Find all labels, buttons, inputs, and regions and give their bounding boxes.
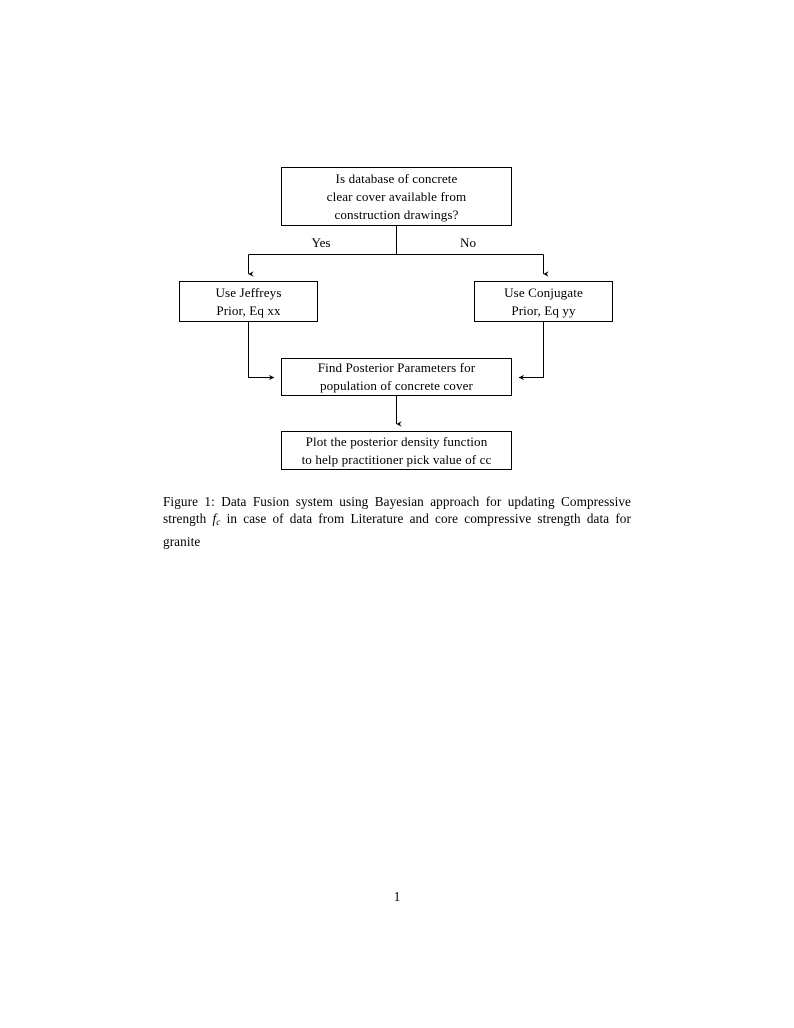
node-decision-line-3: construction drawings?	[334, 206, 459, 222]
edge-label-yes: Yes	[311, 235, 331, 250]
edge-label-no: No	[459, 235, 476, 250]
node-decision-line-2: clear cover available from	[326, 188, 467, 204]
node-posterior-line-1: Find Posterior Parameters for	[317, 360, 476, 375]
node-jeffreys-line-1: Use Jeffreys	[215, 284, 282, 300]
flowchart-node-jeffreys-prior[interactable]: Use Jeffreys Prior, Eq xx	[179, 281, 318, 322]
node-plot-line-2: to help practitioner pick value of cc	[301, 451, 492, 467]
figure-flowchart: Is database of concrete clear cover avai…	[0, 0, 794, 490]
flowchart-node-find-posterior[interactable]: Find Posterior Parameters for population…	[281, 358, 512, 396]
node-conjugate-line-1: Use Conjugate	[504, 284, 583, 300]
node-plot-line-1: Plot the posterior density function	[305, 433, 488, 449]
node-posterior-line-2: population of concrete cover	[320, 378, 473, 393]
connector-conjugate-to-posterior	[518, 322, 544, 381]
connector-jeffreys-to-posterior	[248, 322, 275, 381]
caption-text-part-1: Data Fusion system using Bayesian approa…	[163, 494, 631, 527]
flowchart-node-decision[interactable]: Is database of concrete clear cover avai…	[281, 167, 512, 226]
caption-math-subscript: c	[216, 518, 221, 529]
caption-math-symbol: fc	[212, 511, 221, 529]
caption-label: Figure 1:	[163, 494, 215, 509]
flowchart-node-plot-density[interactable]: Plot the posterior density function to h…	[281, 431, 512, 470]
page-number: 1	[393, 889, 401, 904]
figure-caption: Figure 1: Data Fusion system using Bayes…	[163, 493, 631, 550]
flowchart-node-conjugate-prior[interactable]: Use Conjugate Prior, Eq yy	[474, 281, 613, 322]
node-jeffreys-line-2: Prior, Eq xx	[216, 302, 281, 318]
flowchart-connectors	[248, 226, 549, 427]
node-decision-line-1: Is database of concrete	[335, 170, 458, 186]
caption-text-part-2: in case of data from Literature and core…	[163, 511, 631, 549]
node-conjugate-line-2: Prior, Eq yy	[511, 302, 576, 318]
